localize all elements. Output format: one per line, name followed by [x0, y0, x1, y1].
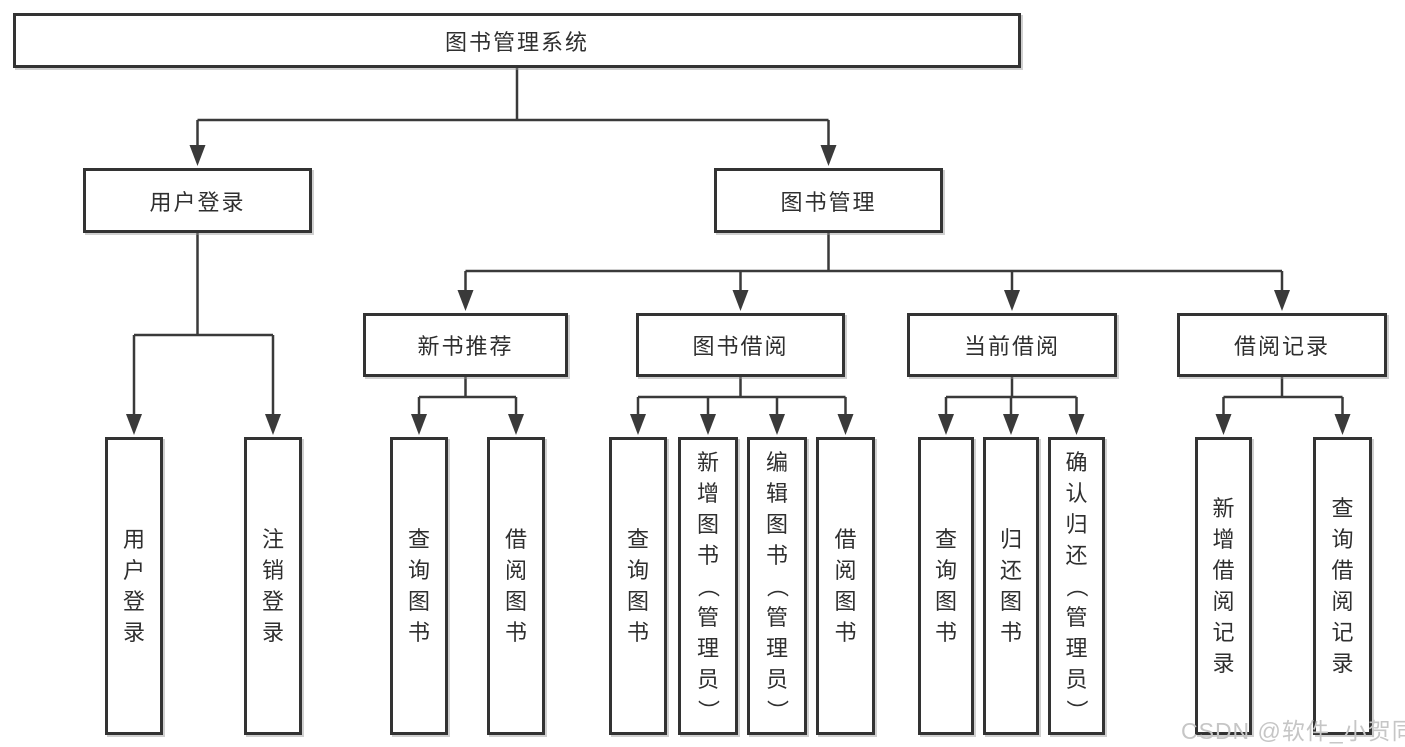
- node-new-book-recommend: 新书推荐: [363, 313, 568, 377]
- node-library-management-system: 图书管理系统: [13, 13, 1021, 68]
- leaf-query-books-recommend: 查询图书: [390, 437, 448, 735]
- leaf-logout: 注销登录: [244, 437, 302, 735]
- node-current-borrow: 当前借阅: [907, 313, 1117, 377]
- leaf-borrow-books: 借阅图书: [816, 437, 875, 735]
- csdn-watermark: CSDN @软件_小贺同学: [1181, 718, 1405, 744]
- leaf-add-borrow-record: 新增借阅记录: [1195, 437, 1252, 735]
- leaf-query-books-current: 查询图书: [918, 437, 974, 735]
- leaf-add-books-admin: 新增图书（管理员）: [678, 437, 738, 735]
- leaf-edit-books-admin: 编辑图书（管理员）: [747, 437, 807, 735]
- node-book-management: 图书管理: [714, 168, 943, 233]
- leaf-return-books: 归还图书: [983, 437, 1039, 735]
- leaf-borrow-books-recommend: 借阅图书: [487, 437, 545, 735]
- arrowheads: [126, 145, 1351, 435]
- leaf-query-books-borrow: 查询图书: [609, 437, 667, 735]
- node-user-login: 用户登录: [83, 168, 312, 233]
- leaf-query-borrow-record: 查询借阅记录: [1313, 437, 1372, 735]
- leaf-user-login: 用户登录: [105, 437, 163, 735]
- node-book-borrow: 图书借阅: [636, 313, 845, 377]
- leaf-confirm-return-admin: 确认归还（管理员）: [1048, 437, 1105, 735]
- node-borrow-records: 借阅记录: [1177, 313, 1387, 377]
